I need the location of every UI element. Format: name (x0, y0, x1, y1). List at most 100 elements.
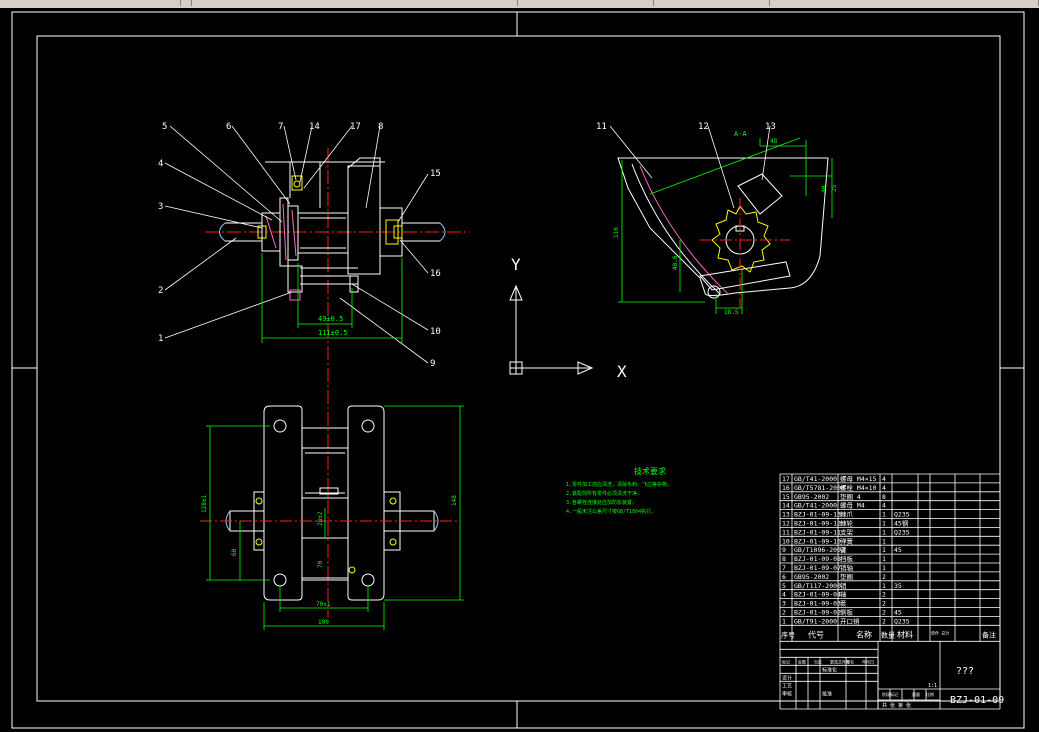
title-block-sheet: 共 张 第 张 (882, 702, 911, 709)
bom-header-no: 序号 (781, 630, 795, 639)
section-leaders (609, 125, 771, 209)
section-balloon-13: 13 (765, 122, 776, 132)
bom-row-material: Q235 (894, 528, 910, 536)
bom-row-no: 5 (782, 582, 786, 590)
tech-note-line: 1.零件加工前应清洗，清除毛刺、飞边等杂物。 (566, 481, 672, 488)
bom-row-no: 10 (782, 537, 790, 545)
title-block-label: 分区 (814, 658, 822, 664)
front-leaders (164, 125, 429, 364)
front-balloon-8: 8 (378, 122, 383, 132)
front-balloon-1: 1 (158, 334, 163, 344)
plan-outline (225, 405, 439, 601)
bom-row-qty: 1 (882, 582, 886, 590)
toolbar-segment[interactable] (192, 0, 518, 6)
bom-row-code: BZJ-01-09-04 (794, 591, 841, 599)
title-block-label: 年月日 (862, 658, 874, 664)
title-block-label: 标记 (782, 658, 790, 664)
bom-row-qty: 1 (882, 564, 886, 572)
dim-plan-center: 28±2 (317, 511, 324, 526)
tech-note-line: 2.装配前所有零件必须清洗干净。 (566, 490, 642, 497)
bom-row-code: GB/T41-2000 (794, 475, 837, 483)
toolbar-segment[interactable] (181, 0, 192, 6)
bom-row-qty: 1 (882, 546, 886, 554)
bom-row-name: 销 (840, 581, 847, 590)
view-label-a-a: A-A (734, 130, 747, 138)
bom-row-no: 7 (782, 564, 786, 572)
bom-header-weight: 单件 总计 (931, 629, 949, 635)
front-balloon-15: 15 (430, 169, 441, 179)
bom-row-qty: 2 (882, 617, 886, 625)
cad-drawing-canvas[interactable]: 5671417843211516109111213A-A111±0.549±0.… (0, 8, 1039, 732)
dim-plan-width-outer: 100 (318, 619, 329, 626)
bom-row-no: 15 (782, 493, 790, 501)
bom-row-no: 11 (782, 528, 790, 536)
bom-row-code: GB/T117-2000 (794, 582, 841, 590)
toolbar-segment[interactable] (770, 0, 1039, 6)
dim-front-inner: 49±0.5 (318, 315, 343, 323)
section-balloon-11: 11 (596, 122, 607, 132)
bom-row-code: BZJ-01-09-07 (794, 564, 841, 572)
bom-row-name: 螺母 M4 (840, 501, 865, 510)
bom-row-qty: 1 (882, 537, 886, 545)
bom-row-name: 弹簧 (840, 536, 854, 545)
drawing-title: ??? (956, 666, 974, 677)
toolbar-segment[interactable] (654, 0, 770, 6)
title-block-std: 标准化 (822, 666, 837, 673)
bom-row-qty: 2 (882, 591, 886, 599)
dim-plan-height-left: 128±1 (201, 495, 208, 513)
bom-row-qty: 2 (882, 573, 886, 581)
front-balloon-10: 10 (430, 327, 441, 337)
bom-row-material: 45 (894, 609, 902, 617)
title-block-scale: 比例 (926, 691, 934, 697)
ucs-icon (509, 284, 594, 375)
ucs-x-label: X (617, 362, 627, 381)
bom-row-name: 套 (840, 599, 847, 608)
front-balloon-2: 2 (158, 286, 163, 296)
dim-section-side-b: 18.5 (724, 309, 739, 316)
front-center-lines (205, 148, 470, 618)
bom-row-qty: 4 (882, 484, 886, 492)
front-balloon-6: 6 (226, 122, 231, 132)
tech-note-line: 4.一般未注公差尺寸按GB/T1804执行。 (566, 508, 656, 515)
front-balloon-16: 16 (430, 269, 441, 279)
section-dimensions (618, 137, 833, 314)
title-block-process: 工艺 (782, 683, 792, 689)
bom-row-name: 轴 (840, 590, 847, 599)
bom-row-material: Q235 (894, 511, 910, 519)
plan-dimensions (206, 405, 464, 630)
bom-row-code: GB/T41-2000 (794, 502, 837, 510)
bom-row-name: 垫圈 4 (840, 492, 861, 501)
bom-row-qty: 2 (882, 609, 886, 617)
toolbar-segment[interactable] (518, 0, 654, 6)
bom-row-material: 45钢 (894, 520, 909, 528)
front-hatch (265, 203, 301, 301)
bom-row-no: 8 (782, 555, 786, 563)
front-balloon-17: 17 (350, 122, 361, 132)
title-block-label: 更改文件号 (830, 658, 850, 664)
bom-row-qty: 1 (882, 520, 886, 528)
title-block-stage: 阶段标记 (882, 691, 898, 697)
bom-header-code: 代号 (808, 629, 824, 639)
front-balloon-9: 9 (430, 359, 435, 369)
bom-row-name: 销轴 (840, 563, 854, 572)
dim-section-height: 116 (613, 227, 620, 238)
title-block-approve: 批准 (822, 690, 832, 697)
front-bolts (257, 175, 403, 239)
title-block-scale-value: 1:1 (928, 683, 937, 689)
bom-row-code: GB/T1096-2003 (794, 546, 845, 554)
bom-row-no: 12 (782, 520, 790, 528)
bom-row-name: 螺母 M4×15 (840, 474, 877, 483)
bom-row-name: 支架 (840, 527, 854, 536)
bom-row-no: 14 (782, 502, 790, 510)
tech-note-line: 3.各螺栓连接处应加防松装置。 (566, 499, 637, 506)
bom-row-qty: 1 (882, 528, 886, 536)
bom-row-name: 键 (840, 545, 847, 554)
bom-row-qty: 4 (882, 502, 886, 510)
front-balloon-14: 14 (309, 122, 320, 132)
toolbar-segment[interactable] (0, 0, 181, 6)
bom-row-no: 16 (782, 484, 790, 492)
drawing-number: BZJ-01-09 (950, 695, 1004, 706)
bom-row-name: 开口销 (840, 616, 860, 625)
bom-header-material: 材料 (897, 629, 913, 639)
bom-row-qty: 4 (882, 475, 886, 483)
